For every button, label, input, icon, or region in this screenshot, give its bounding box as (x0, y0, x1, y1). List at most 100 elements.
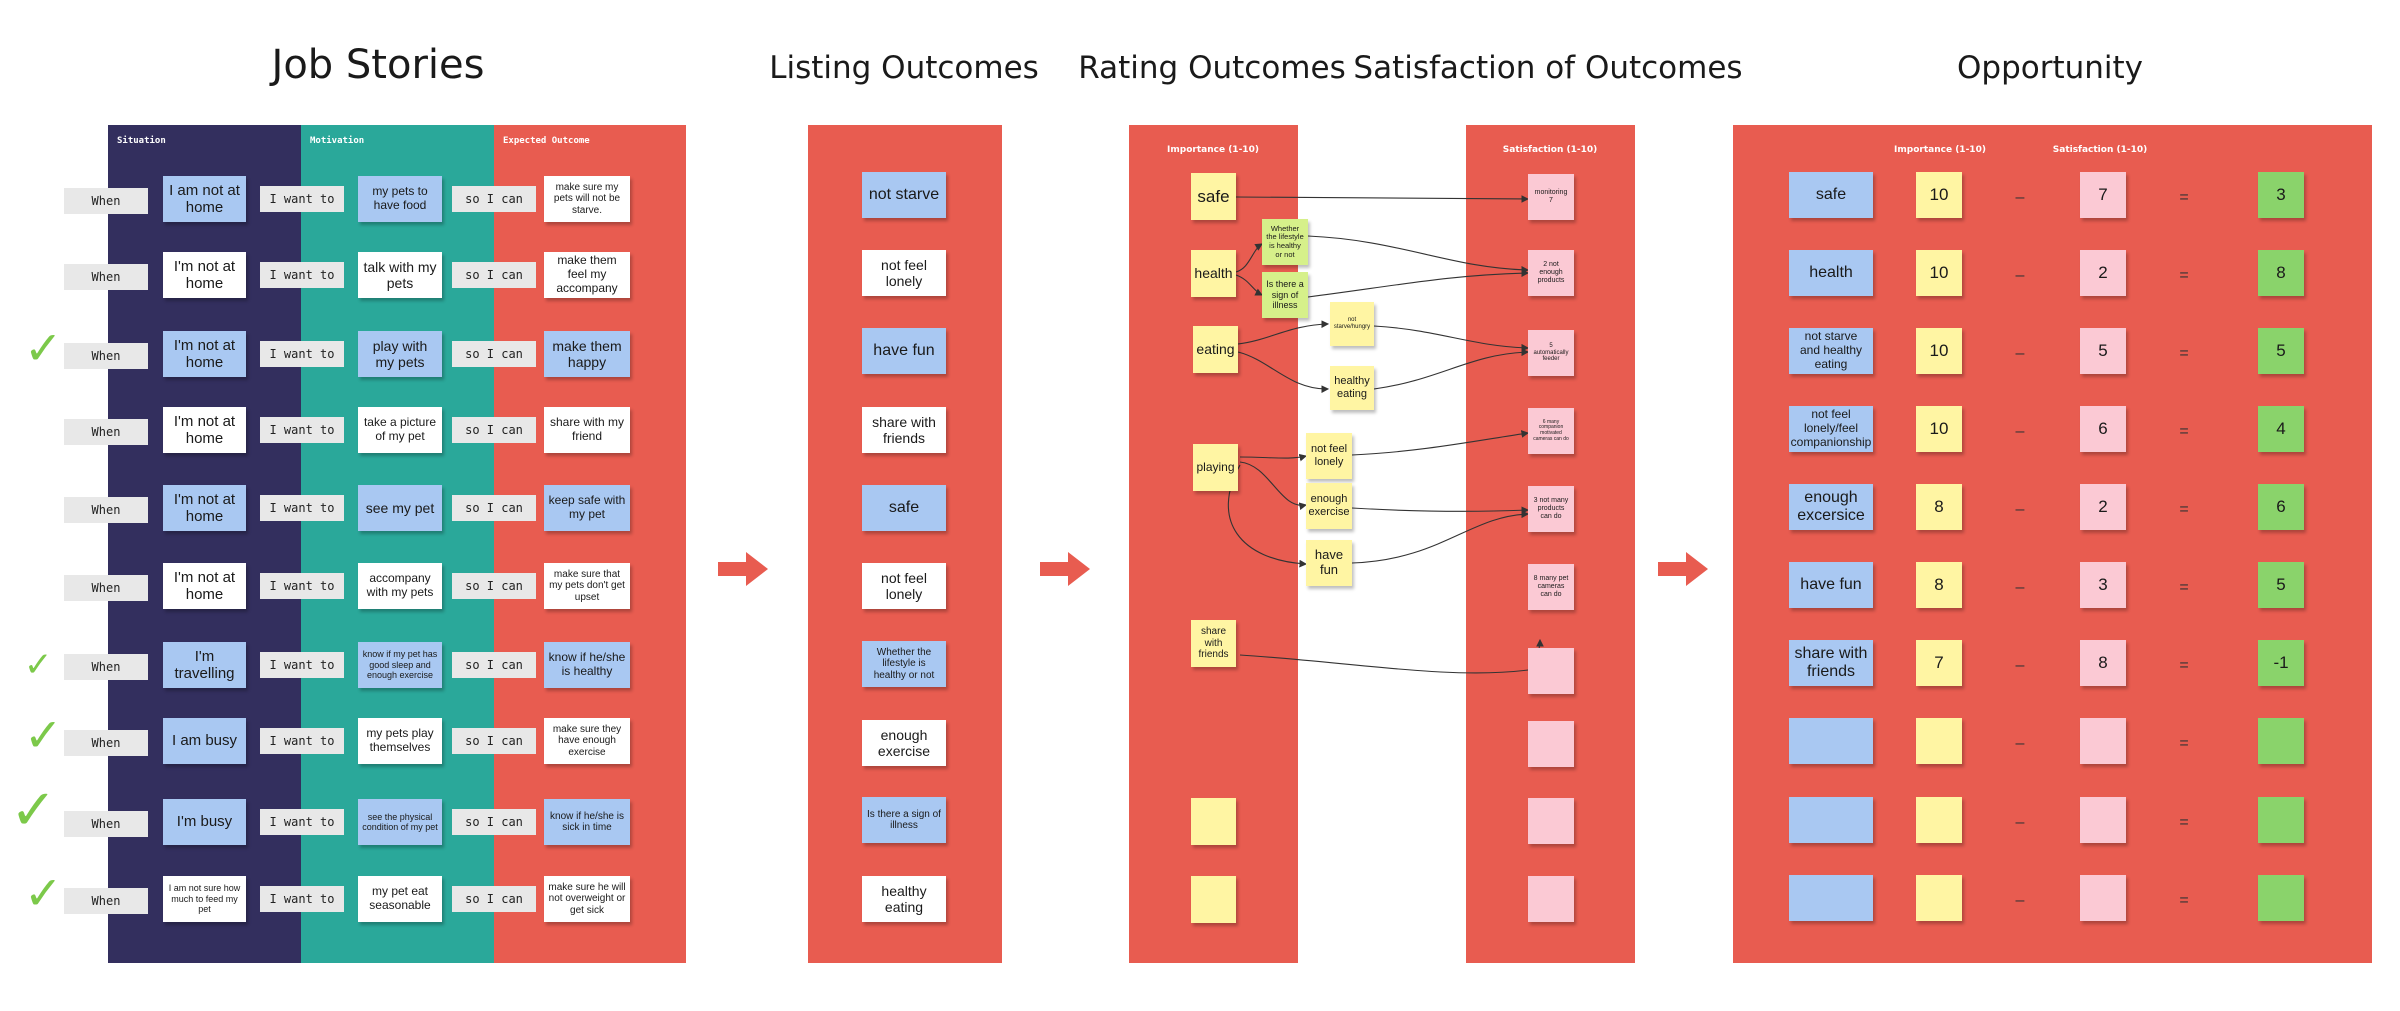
when-label: When (64, 654, 148, 680)
opportunity-importance-header: Importance (1-10) (1894, 145, 1986, 155)
motivation-note: my pets to have food (358, 176, 442, 222)
outcome-note: know if he/she is healthy (544, 642, 630, 688)
outcome-note: make sure that my pets don't get upset (544, 563, 630, 609)
equals-sign: = (2179, 423, 2189, 440)
rating-subnote-not-feel-lonely: not feel lonely (1306, 433, 1352, 479)
opportunity-outcome: share with friends (1789, 640, 1873, 686)
checkmark-icon: ✓ (10, 778, 57, 843)
equals-sign: = (2179, 814, 2189, 831)
listing-item: not feel lonely (862, 250, 946, 296)
listing-item: not feel lonely (862, 563, 946, 609)
motivation-note: take a picture of my pet (358, 407, 442, 453)
minus-sign: – (2015, 501, 2025, 518)
opportunity-outcome: health (1789, 250, 1873, 296)
motivation-note: see the physical condition of my pet (358, 799, 442, 845)
so-i-can-label: so I can (452, 886, 536, 912)
rating-note-health: health (1191, 250, 1236, 297)
outcome-note: make them feel my accompany (544, 252, 630, 298)
so-i-can-label: so I can (452, 262, 536, 288)
situation-note: I'm not at home (163, 485, 246, 531)
satisfaction-outcomes-title: Satisfaction of Outcomes (1353, 50, 1743, 86)
when-label: When (64, 888, 148, 914)
opportunity-score: 3 (2258, 172, 2304, 218)
rating-note-share-with-friends: share with friends (1191, 620, 1236, 667)
rating-subnote-lifestyle: Whether the lifestyle is healthy or not (1262, 219, 1308, 265)
motivation-note: talk with my pets (358, 252, 442, 298)
opportunity-satisfaction: 7 (2080, 172, 2126, 218)
rating-subnote-have-fun: have fun (1306, 540, 1352, 586)
outcome-note: share with my friend (544, 407, 630, 453)
situation-header: Situation (117, 136, 166, 146)
rating-note-empty (1191, 876, 1236, 923)
rating-subnote-enough-exercise: enough exercise (1306, 483, 1352, 529)
i-want-to-label: I want to (260, 495, 344, 521)
right-arrow-icon (1658, 552, 1708, 586)
situation-note: I am busy (163, 718, 246, 764)
equals-sign: = (2179, 657, 2189, 674)
minus-sign: – (2015, 892, 2025, 909)
minus-sign: – (2015, 423, 2025, 440)
outcome-note: know if he/she is sick in time (544, 799, 630, 845)
opportunity-outcome: have fun (1789, 562, 1873, 608)
opportunity-outcome (1789, 718, 1873, 764)
opportunity-importance: 10 (1916, 172, 1962, 218)
right-arrow-icon (1040, 552, 1090, 586)
opportunity-importance (1916, 718, 1962, 764)
rating-subnote-illness: Is there a sign of illness (1262, 272, 1308, 318)
rating-note-safe: safe (1191, 173, 1236, 220)
opportunity-outcome: not feel lonely/feel companionship (1789, 406, 1873, 452)
equals-sign: = (2179, 501, 2189, 518)
opportunity-importance: 10 (1916, 250, 1962, 296)
equals-sign: = (2179, 345, 2189, 362)
so-i-can-label: so I can (452, 186, 536, 212)
situation-note: I'm not at home (163, 252, 246, 298)
so-i-can-label: so I can (452, 573, 536, 599)
listing-item: enough exercise (862, 720, 946, 766)
opportunity-satisfaction: 3 (2080, 562, 2126, 608)
listing-item: not starve (862, 172, 946, 218)
opportunity-outcome (1789, 797, 1873, 843)
opportunity-satisfaction: 2 (2080, 484, 2126, 530)
outcome-note: make sure they have enough exercise (544, 718, 630, 764)
when-label: When (64, 343, 148, 369)
situation-note: I'm not at home (163, 407, 246, 453)
when-label: When (64, 575, 148, 601)
opportunity-outcome: not starve and healthy eating (1789, 328, 1873, 374)
opportunity-score: 5 (2258, 328, 2304, 374)
i-want-to-label: I want to (260, 809, 344, 835)
satisfaction-note-empty (1528, 721, 1574, 767)
minus-sign: – (2015, 735, 2025, 752)
rating-note-eating: eating (1193, 326, 1238, 373)
i-want-to-label: I want to (260, 186, 344, 212)
listing-outcomes-title: Listing Outcomes (769, 50, 1039, 86)
opportunity-score (2258, 797, 2304, 843)
motivation-note: accompany with my pets (358, 563, 442, 609)
opportunity-importance (1916, 875, 1962, 921)
listing-item: Whether the lifestyle is healthy or not (862, 641, 946, 687)
motivation-note: my pets play themselves (358, 718, 442, 764)
outcome-note: make sure he will not overweight or get … (544, 876, 630, 922)
satisfaction-header: Satisfaction (1-10) (1502, 145, 1598, 155)
minus-sign: – (2015, 345, 2025, 362)
opportunity-satisfaction-header: Satisfaction (1-10) (2052, 145, 2148, 155)
checkmark-icon: ✓ (24, 645, 53, 685)
minus-sign: – (2015, 189, 2025, 206)
opportunity-score (2258, 875, 2304, 921)
equals-sign: = (2179, 892, 2189, 909)
opportunity-satisfaction: 8 (2080, 640, 2126, 686)
job-stories-title: Job Stories (271, 42, 485, 88)
when-label: When (64, 419, 148, 445)
motivation-header: Motivation (310, 136, 365, 146)
when-label: When (64, 264, 148, 290)
listing-item: have fun (862, 328, 946, 374)
listing-item: Is there a sign of illness (862, 797, 946, 843)
outcome-note: make sure my pets will not be starve. (544, 176, 630, 222)
opportunity-score: 6 (2258, 484, 2304, 530)
opportunity-importance: 7 (1916, 640, 1962, 686)
expected-outcome-header: Expected Outcome (503, 136, 590, 146)
satisfaction-note-empty (1528, 798, 1574, 844)
opportunity-satisfaction (2080, 797, 2126, 843)
rating-subnote-healthy-eating: healthy eating (1330, 366, 1374, 410)
opportunity-importance: 10 (1916, 406, 1962, 452)
opportunity-outcome (1789, 875, 1873, 921)
